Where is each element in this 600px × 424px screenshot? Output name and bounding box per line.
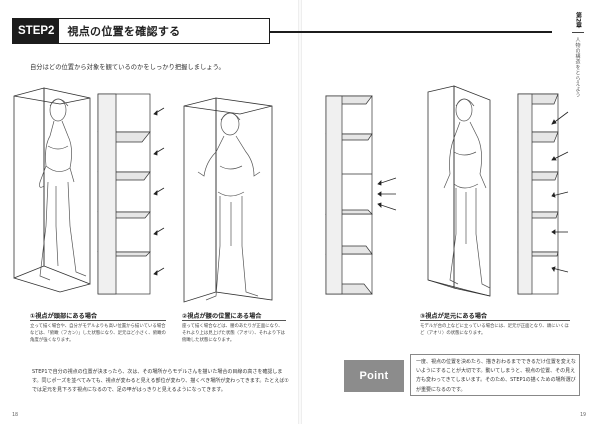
- point-badge: Point: [344, 360, 404, 392]
- viewpoint-arrows-foot: [551, 111, 569, 273]
- header-rule: [270, 31, 552, 33]
- step-label: STEP2: [13, 19, 60, 43]
- box-stack-foot-viewpoint: [517, 93, 559, 295]
- chapter-name: 人物の構造をとらえよう: [574, 37, 581, 98]
- case-1-rule: [30, 320, 166, 321]
- figure-illustration-foot-viewpoint: [427, 85, 491, 297]
- page-gutter: [298, 0, 302, 424]
- case-3-title: ③視点が足元にある場合: [420, 313, 488, 320]
- page-number-left: 18: [12, 412, 19, 418]
- point-box: Point 一度、視点の位置を決めたら、描きおわるまでできるだけ位置を変えないよ…: [344, 352, 580, 398]
- step-header: STEP2 視点の位置を確認する: [12, 18, 270, 44]
- case-2-title: ②視点が腰の位置にある場合: [182, 313, 262, 320]
- step-title: 視点の位置を確認する: [67, 25, 181, 38]
- main-body-text: STEP1で自分の視点の位置が決まったら、次は、その場所からモデルさんを描いた場…: [32, 369, 289, 394]
- box-stack-high-viewpoint: [97, 93, 165, 295]
- case-1-title: ①視点が頭部にある場合: [30, 313, 98, 320]
- chapter-separator: [572, 32, 584, 34]
- box-stack-waist-viewpoint: [325, 95, 397, 295]
- chapter-tab: 第2章 人物の構造をとらえよう: [568, 12, 588, 144]
- case-2-body: 座って描く場合などは、腰のあたりが正面になり、それより上は見上げた状態（アオリ）…: [182, 324, 286, 343]
- figure-illustration-high-viewpoint: [13, 87, 91, 293]
- case-1-body: 立って描く場合や、自分がモデルよりも高い位置から描いている場合などは、「俯瞰（フ…: [30, 324, 166, 343]
- intro-text: 自分はどの位置から対象を観ているのかをしっかり把握しましょう。: [30, 64, 225, 71]
- page-number-right: 19: [580, 412, 587, 418]
- figure-illustration-waist-viewpoint: [183, 97, 273, 303]
- point-bracket: [410, 354, 580, 396]
- point-text: 一度、視点の位置を決めたら、描きおわるまでできるだけ位置を変えないようにすること…: [416, 359, 576, 393]
- case-3-rule: [420, 320, 570, 321]
- chapter-number: 第2章: [574, 12, 582, 29]
- case-2-rule: [182, 320, 286, 321]
- case-3-body: モデルが台の上などに立っている場合には、足元が正面となり、頭にいくほど（アオリ）…: [420, 324, 569, 336]
